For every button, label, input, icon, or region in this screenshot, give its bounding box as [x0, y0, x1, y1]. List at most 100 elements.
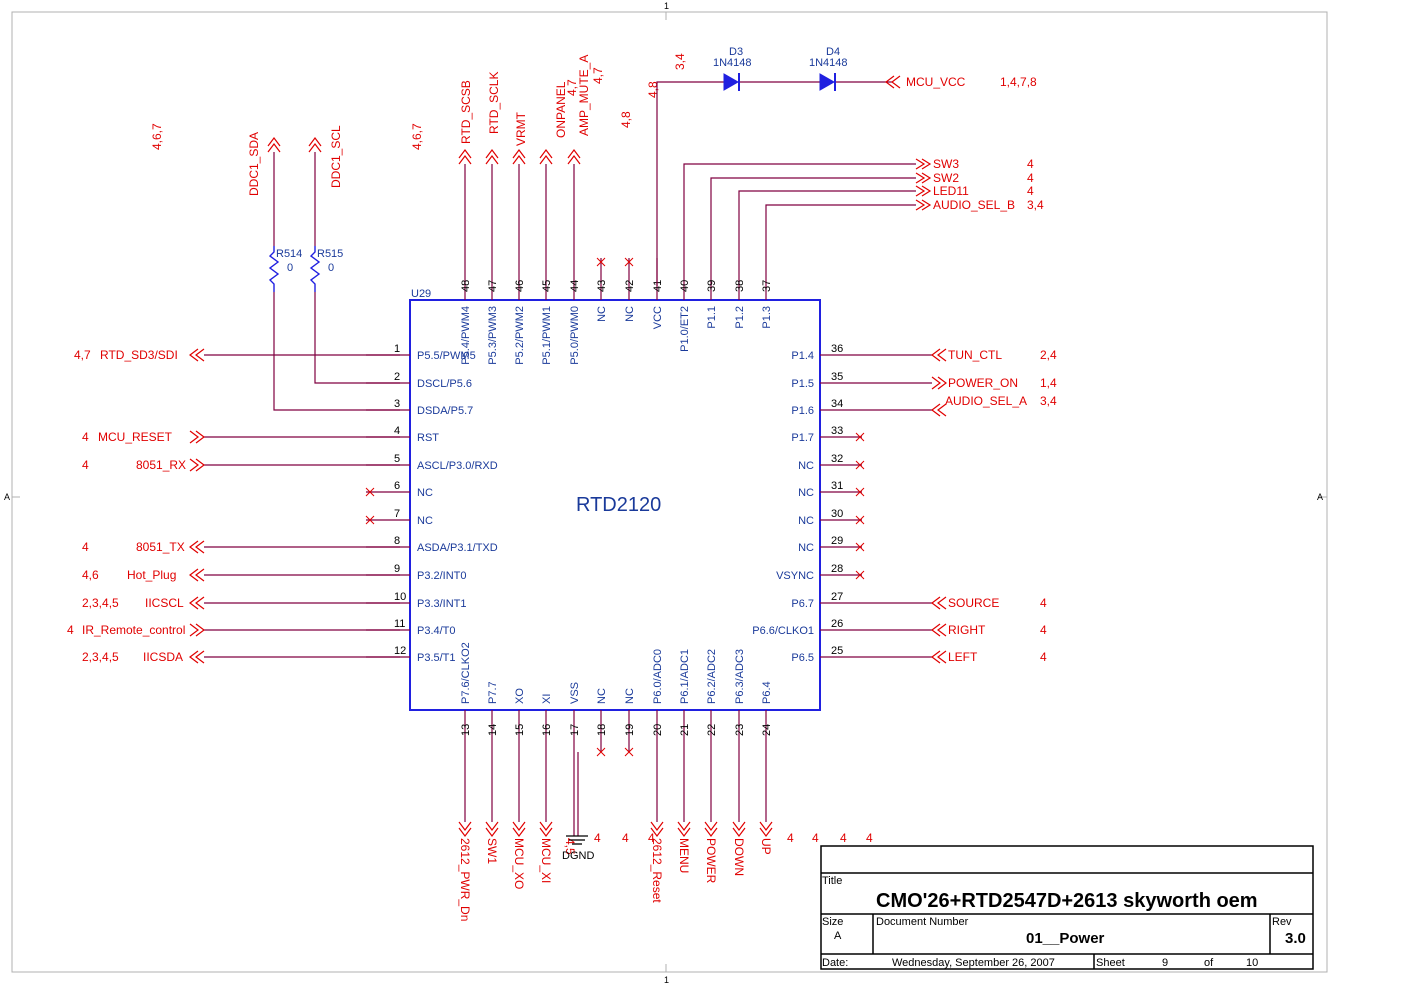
top-right-net-name: SW3 — [933, 157, 959, 171]
left-net-name: IICSDA — [143, 650, 183, 664]
rev-label: Rev — [1272, 916, 1292, 928]
top-pin-number: 42 — [624, 280, 636, 292]
left-pin-number: 8 — [394, 535, 400, 547]
left-pin-number: 3 — [394, 398, 400, 410]
sheet-label: Sheet — [1096, 957, 1125, 969]
right-pin-label: P1.7 — [791, 432, 814, 444]
right-pin-label: VSYNC — [776, 570, 814, 582]
right-pin-number: 26 — [831, 618, 843, 630]
r514-resistor — [268, 246, 280, 292]
right-net-ref: 4 — [1040, 650, 1047, 664]
mcu-vcc-ref: 1,4,7,8 — [1000, 75, 1037, 89]
left-net-port — [189, 650, 205, 664]
top-pin-number: 40 — [679, 280, 691, 292]
top-pin-label: P5.2/PWM2 — [514, 306, 526, 365]
right-net-name: SOURCE — [948, 596, 999, 610]
bottom-net-name: MCU_XO — [512, 838, 526, 889]
title-value: CMO'26+RTD2547D+2613 skyworth oem — [876, 890, 1258, 912]
right-pin-label: P1.6 — [791, 405, 814, 417]
right-pin-number: 27 — [831, 591, 843, 603]
r514-value: 0 — [287, 262, 293, 274]
left-pin-label: P3.2/INT0 — [417, 570, 467, 582]
sheet-border: 1 1 A A — [4, 1, 1328, 985]
r514-ref: R514 — [276, 248, 302, 260]
rtd-ref: 4,6,7 — [410, 123, 424, 150]
top-pin-number: 46 — [514, 280, 526, 292]
bottom-pin-label: P6.2/ADC2 — [706, 649, 718, 704]
right-net-name: AUDIO_SEL_A — [945, 394, 1027, 408]
bottom-pin-number: 16 — [541, 724, 553, 736]
top-right-net-port — [915, 185, 932, 197]
bottom-pin-label: P6.4 — [761, 681, 773, 704]
left-pin-number: 9 — [394, 563, 400, 575]
right-net-ref: 2,4 — [1040, 348, 1057, 362]
bottom-pin-number: 19 — [624, 724, 636, 736]
left-pin-label: NC — [417, 515, 433, 527]
ddc-scl-port — [308, 137, 322, 153]
top-pin-number: 37 — [761, 280, 773, 292]
right-pin-number: 34 — [831, 398, 843, 410]
right-net-port — [931, 596, 947, 610]
bottom-net-port — [539, 821, 553, 837]
left-net-ref: 4 — [82, 458, 89, 472]
left-net-port — [189, 430, 205, 444]
left-pin-number: 6 — [394, 480, 400, 492]
top-pin-number: 43 — [596, 280, 608, 292]
left-net-port — [189, 568, 205, 582]
left-net-ref: 2,3,4,5 — [82, 650, 119, 664]
left-net-ref: 4,6 — [82, 568, 99, 582]
left-net-name: IR_Remote_control — [82, 623, 185, 637]
left-pin-label: P3.5/T1 — [417, 652, 456, 664]
left-net-ref: 4 — [82, 430, 89, 444]
left-net-port — [189, 458, 205, 472]
right-pin-number: 36 — [831, 343, 843, 355]
right-pin-number: 31 — [831, 480, 843, 492]
ground-symbol: DGND — [562, 835, 594, 862]
d3-diode-symbol — [723, 73, 740, 91]
bottom-net-port — [677, 821, 691, 837]
bottom-net-name: DOWN — [732, 838, 746, 876]
bottom-pin-label: XO — [514, 688, 526, 704]
left-pin-number: 5 — [394, 453, 400, 465]
d3-ref-label: 3,4 — [673, 53, 687, 70]
top-pin-label: P5.1/PWM1 — [541, 306, 553, 365]
right-net-name: RIGHT — [948, 623, 986, 637]
right-pin-label: P1.5 — [791, 378, 814, 390]
bottom-ref: 4 — [787, 831, 794, 845]
bottom-net-port — [458, 821, 472, 837]
top-pin-number: 44 — [569, 280, 581, 292]
top-pin-label: P1.3 — [761, 306, 773, 329]
top-pin-label: P1.2 — [734, 306, 746, 329]
top-pin-label: P1.0/ET2 — [679, 306, 691, 352]
ground-label: DGND — [562, 850, 594, 862]
left-net-ref: 4 — [82, 540, 89, 554]
right-pin-label: P6.7 — [791, 598, 814, 610]
total-value: 10 — [1246, 957, 1258, 969]
d3-part: 1N4148 — [713, 57, 752, 69]
left-pin-number: 7 — [394, 508, 400, 520]
right-pin-label: P6.6/CLKO1 — [752, 625, 814, 637]
bottom-pin-label: VSS — [569, 682, 581, 704]
top-net-rtd-scsb: RTD_SCSB — [459, 80, 473, 144]
chip-ref: U29 — [411, 288, 431, 300]
left-pin-label: RST — [417, 432, 439, 444]
bottom-pin-number: 22 — [706, 724, 718, 736]
top-right-net-ref: 4 — [1027, 157, 1034, 171]
bottom-net-name: 4,5 — [563, 838, 577, 855]
docnum-value: 01__Power — [1026, 930, 1105, 947]
top-right-net-ref: 3,4 — [1027, 198, 1044, 212]
bottom-net-name: POWER — [704, 838, 718, 884]
top-right-net-port — [915, 172, 932, 184]
left-pin-label: P5.5/PWM5 — [417, 350, 476, 362]
top-pin-number: 38 — [734, 280, 746, 292]
mcu-vcc-label: MCU_VCC — [906, 75, 966, 89]
right-pin-number: 28 — [831, 563, 843, 575]
ddc-section: 4,6,7 DDC1_SDA DDC1_SCL R514 0 R515 0 — [150, 123, 400, 411]
left-net-ref: 4 — [67, 623, 74, 637]
border-top-label: 1 — [664, 1, 669, 11]
bottom-pin-number: 20 — [652, 724, 664, 736]
top-net-onpanel: ONPANEL — [554, 81, 568, 138]
bottom-net-port — [485, 821, 499, 837]
title-block: Title CMO'26+RTD2547D+2613 skyworth oem … — [820, 845, 1314, 970]
